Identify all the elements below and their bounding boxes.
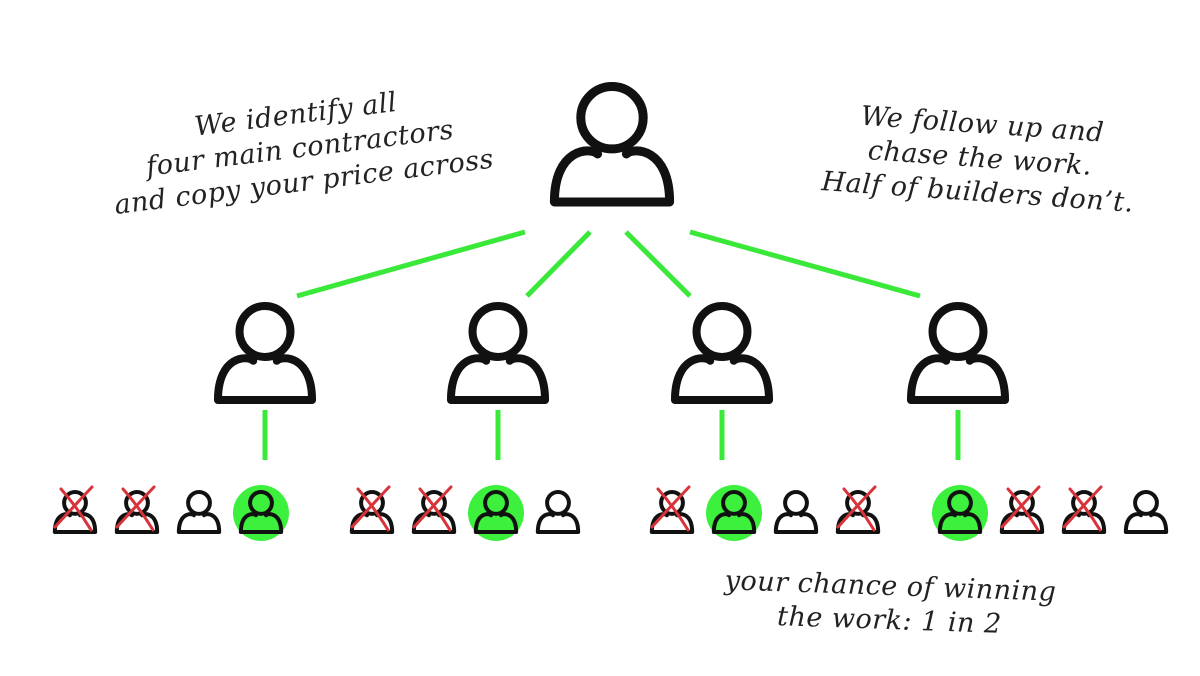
main-contractor-icon-1: [213, 302, 317, 404]
builder-neutral-icon: [176, 490, 222, 534]
cross-mark-icon: [350, 485, 391, 532]
builder-winner-icon: [473, 490, 519, 534]
top-person-icon: [549, 82, 675, 207]
builder-neutral-icon: [773, 490, 819, 534]
connector-line-top-4: [689, 229, 921, 299]
connector-line-top-3: [624, 230, 692, 298]
cross-mark-icon: [650, 485, 691, 532]
cross-mark-icon: [412, 485, 453, 532]
person-nodes: [52, 82, 1169, 541]
connector-lines: [262, 229, 961, 460]
main-contractor-icon-2: [446, 302, 550, 404]
builder-winner-icon: [238, 490, 284, 534]
main-contractor-icon-4: [906, 302, 1010, 404]
builder-winner-icon: [937, 490, 983, 534]
connector-line-top-2: [525, 230, 592, 298]
cross-mark-icon: [1062, 485, 1103, 532]
cross-mark-icon: [53, 485, 94, 532]
builder-neutral-icon: [535, 490, 581, 534]
cross-mark-icon: [1000, 485, 1041, 532]
connector-line-top-1: [296, 229, 526, 299]
builder-neutral-icon: [1123, 490, 1169, 534]
cross-mark-icon: [836, 485, 877, 532]
builder-winner-icon: [711, 490, 757, 534]
note-chance-of-winning: your chance of winning the work: 1 in 2: [689, 563, 1091, 645]
main-contractor-icon-3: [670, 302, 774, 404]
cross-mark-icon: [115, 485, 156, 532]
